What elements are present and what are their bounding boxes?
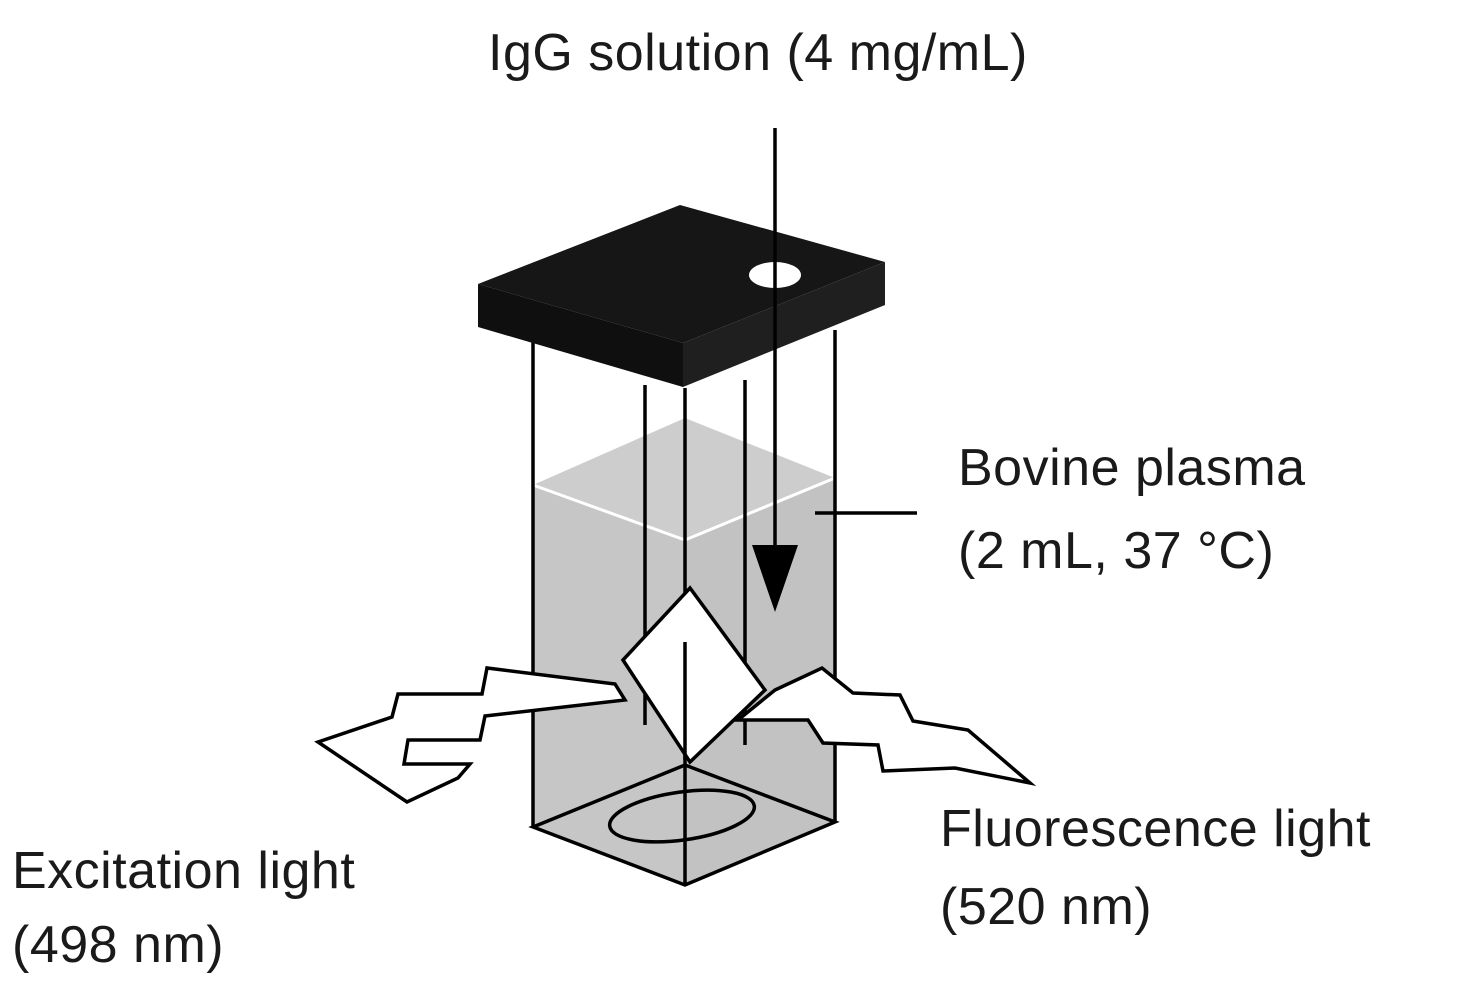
bottom-window [607,788,757,844]
sample-label-line2: (2 mL, 37 °C) [958,522,1274,580]
lid-top [478,205,885,343]
excitation-lightning-icon [314,666,628,805]
injection-arrow [752,128,798,612]
sample-label-line1: Bovine plasma [958,439,1306,497]
excitation-label-line2: (498 nm) [12,916,224,974]
sample-window-icon [620,585,768,765]
fluorescence-lightning-icon [733,665,1037,787]
cuvette-lid [478,205,885,387]
lid-front-left [478,284,683,387]
input-label: IgG solution (4 mg/mL) [488,24,1028,82]
excitation-label-line1: Excitation light [12,842,355,900]
cuvette-bottom [528,763,840,887]
fluorescence-label-line2: (520 nm) [940,878,1152,936]
lid-front-right [683,262,885,387]
fluorescence-label-line1: Fluorescence light [940,800,1371,858]
arrow-down-icon [752,545,798,612]
